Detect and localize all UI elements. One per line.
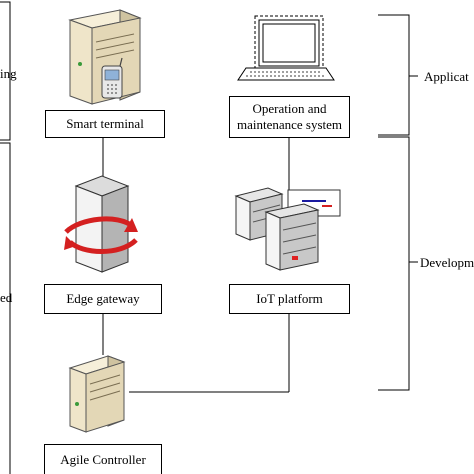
desktop-computer-icon (237, 15, 335, 81)
left-layer-label-top: ing (0, 66, 17, 81)
right-layer-label-top: Applicat (424, 69, 469, 84)
smart-terminal-label: Smart terminal (45, 110, 165, 138)
left-bracket-bottom (0, 142, 11, 474)
right-bracket-bottom (378, 136, 410, 391)
server-cluster-icon (234, 187, 341, 271)
edge-gateway-label: Edge gateway (44, 284, 162, 314)
left-layer-label-bottom: ed (0, 290, 13, 305)
server-with-phone-icon (68, 9, 142, 105)
right-layer-label-bottom: Developm (420, 255, 474, 270)
left-bracket-top (0, 1, 11, 141)
operation-system-label: Operation and maintenance system (229, 96, 350, 138)
gateway-router-icon (64, 175, 138, 273)
agile-controller-label: Agile Controller (44, 444, 162, 474)
server-icon (68, 355, 126, 433)
iot-platform-label: IoT platform (229, 284, 350, 314)
right-bracket-top (378, 14, 410, 136)
